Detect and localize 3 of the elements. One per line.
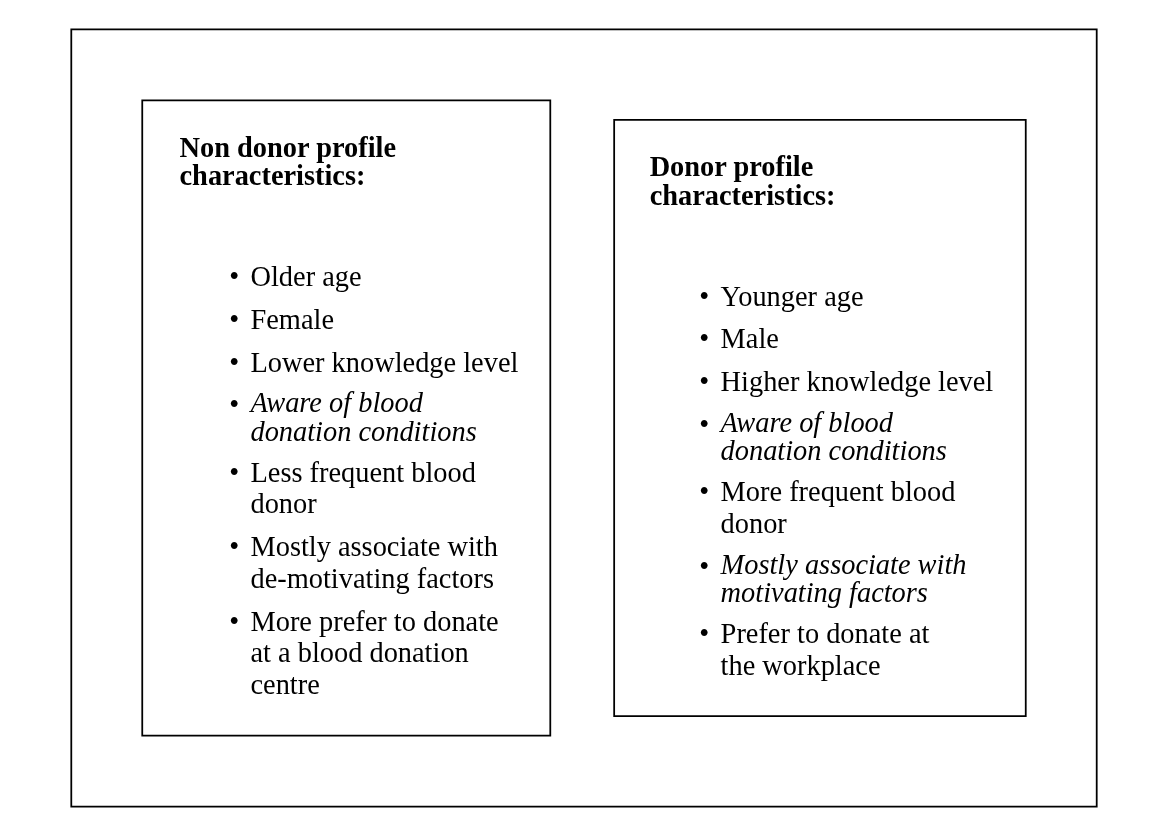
node-box: Non donor profile characteristics: • Older age • Female • Lower knowledge level • Aware of blood donation conditions • Less frequent blood donor • Mostly associate with de-motivating factors • More prefer to donate at a blood donation centre [141,99,552,737]
node-box: Donor profile characteristics: • Younger age • Male • Higher knowledge level • Aware of blood donation conditions • More frequent blood donor • Mostly associate with motivating factors • Prefer to donate at the workplace [613,119,1027,717]
cluster [70,28,1098,808]
